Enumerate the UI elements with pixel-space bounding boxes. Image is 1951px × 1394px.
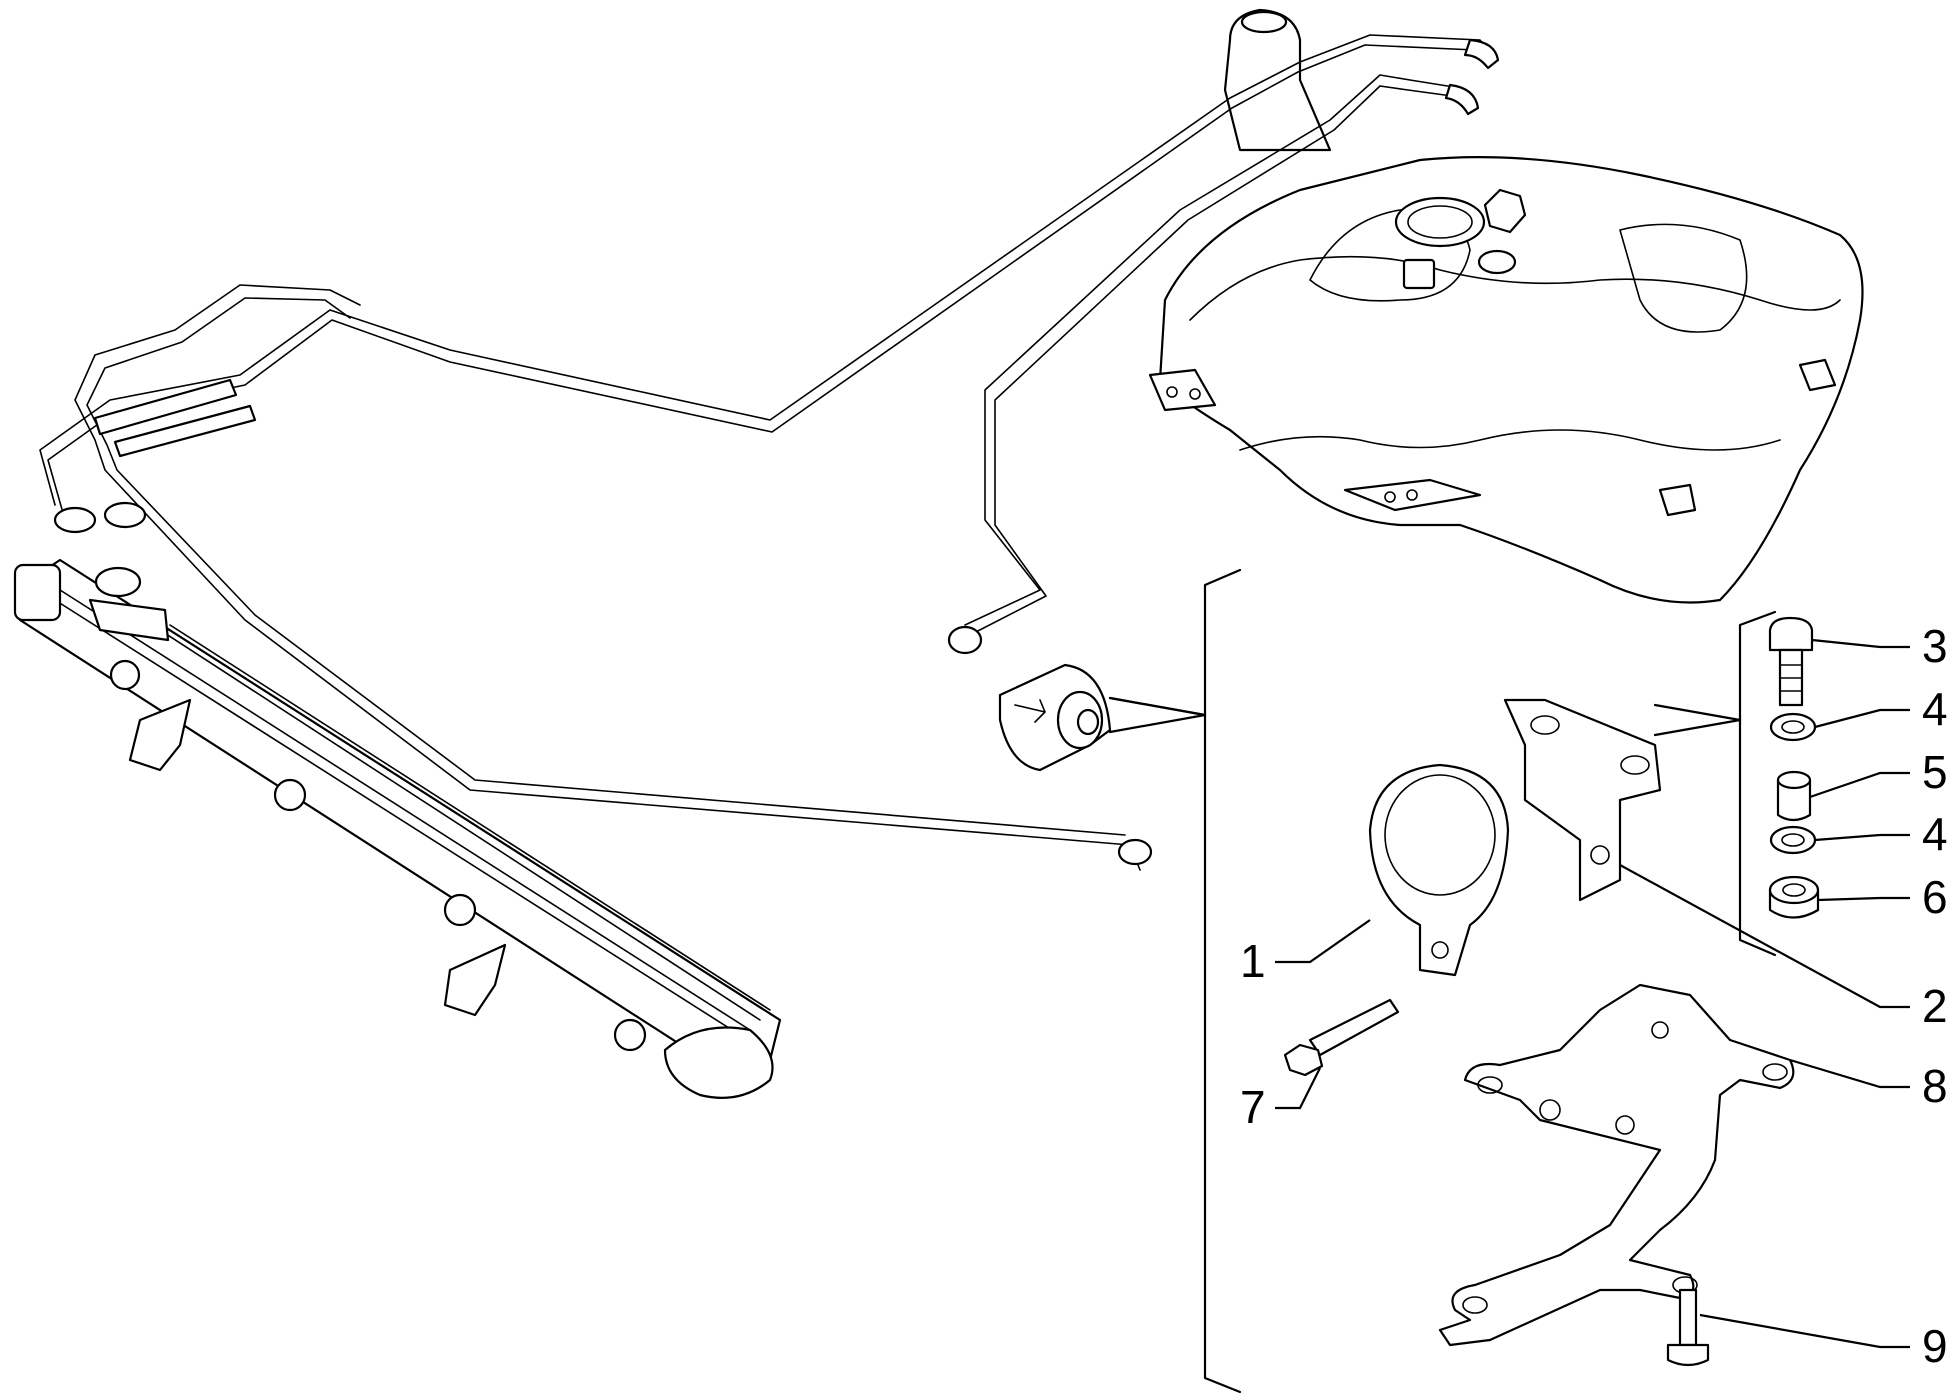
group-bracket-line — [1203, 568, 1242, 1394]
callout-2: 2 — [1922, 980, 1948, 1032]
spacer-part-5 — [1776, 770, 1812, 822]
callout-6: 6 — [1922, 871, 1948, 923]
callout-1: 1 — [1240, 935, 1266, 987]
callout-4-top: 4 — [1922, 683, 1948, 735]
fuel-lines — [39, 34, 1500, 871]
bolt-part-7 — [1283, 998, 1400, 1077]
washer-part-4-top — [1769, 712, 1817, 742]
bracket-part-2 — [1503, 698, 1662, 902]
callout-7: 7 — [1240, 1081, 1266, 1133]
bolt-part-9 — [1666, 1288, 1710, 1367]
grommet-part-6 — [1768, 875, 1820, 919]
small-parts-bracket — [1738, 610, 1777, 957]
fuel-rail — [13, 558, 782, 1099]
fuel-filter — [998, 663, 1112, 772]
fuel-tank — [1148, 8, 1864, 604]
callout-5: 5 — [1922, 746, 1948, 798]
callout-3: 3 — [1922, 620, 1948, 672]
bolt-part-3 — [1768, 616, 1814, 707]
callout-leaders — [1275, 638, 1910, 1349]
clamp-part-1 — [1368, 763, 1510, 977]
callout-9: 9 — [1922, 1320, 1948, 1372]
callout-8: 8 — [1922, 1060, 1948, 1112]
callout-4-bottom: 4 — [1922, 808, 1948, 860]
bracket-part-8 — [1438, 983, 1795, 1347]
washer-part-4-bottom — [1769, 825, 1817, 855]
